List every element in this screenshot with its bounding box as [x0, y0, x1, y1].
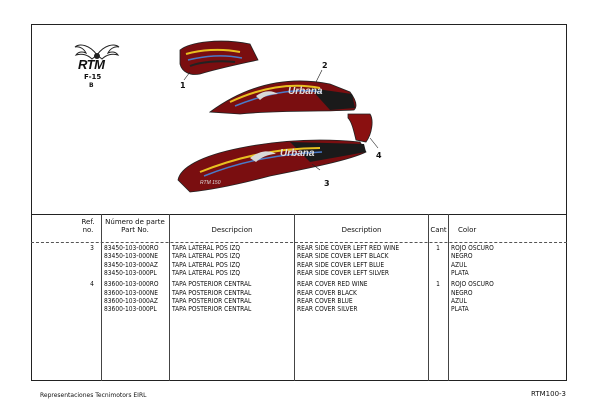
model-code: F-15 — [84, 73, 102, 81]
cell-color: NEGRO — [451, 252, 473, 261]
cell-descripcion: TAPA LATERAL POS IZQ — [172, 252, 241, 261]
leader-line-3 — [311, 163, 321, 171]
eagle-icon — [74, 44, 120, 60]
cell-color: NEGRO — [451, 288, 473, 297]
col-divider — [294, 214, 295, 381]
cell-part: 83600-103-000AZ — [104, 296, 158, 305]
part-3-decal: Urbana — [280, 148, 315, 159]
callout-2: 2 — [322, 61, 328, 70]
cell-part: 83450-103-000NE — [104, 252, 158, 261]
brand-logo: RTM F-15 B — [72, 37, 122, 92]
callout-3: 3 — [324, 179, 330, 188]
table-top-border — [31, 214, 567, 215]
col-divider — [428, 214, 429, 381]
leader-line-1 — [183, 71, 191, 81]
page-code: RTM100-3 — [531, 390, 567, 398]
cell-description: REAR COVER BLACK — [297, 288, 357, 297]
cell-descripcion: TAPA POSTERIOR CENTRAL — [172, 296, 252, 305]
cell-description: REAR COVER RED WINE — [297, 280, 368, 289]
cell-color: AZUL — [451, 260, 467, 269]
cell-part: 83450-103-000RO — [104, 244, 159, 252]
cell-color: PLATA — [451, 305, 469, 314]
cell-color: PLATA — [451, 268, 469, 277]
cell-description: REAR SIDE COVER LEFT BLUE — [297, 260, 385, 269]
cell-descripcion: TAPA LATERAL POS IZQ — [172, 268, 241, 277]
cell-description: REAR SIDE COVER LEFT RED WINE — [297, 244, 400, 252]
cell-ref: 3 — [90, 244, 94, 252]
cell-descripcion: TAPA POSTERIOR CENTRAL — [172, 288, 252, 297]
part-2-cover — [208, 80, 357, 115]
cell-description: REAR SIDE COVER LEFT SILVER — [297, 268, 390, 277]
company-name: Representaciones Tecnimotors EIRL — [40, 392, 147, 399]
header-separator — [31, 242, 567, 243]
part-4-cover — [347, 113, 373, 143]
cell-part: 83600-103-000PL — [104, 305, 157, 314]
cell-description: REAR COVER SILVER — [297, 305, 358, 314]
callout-4: 4 — [376, 151, 382, 160]
cell-descripcion: TAPA LATERAL POS IZQ — [172, 244, 241, 252]
page-frame — [31, 24, 567, 381]
header-color: Color — [458, 226, 477, 234]
cell-part: 83600-103-000RO — [104, 280, 159, 289]
col-divider — [169, 214, 170, 381]
model-variant: B — [89, 82, 94, 89]
header-cant: Cant — [430, 226, 447, 234]
header-description: Description — [341, 226, 382, 234]
cell-descripcion: TAPA LATERAL POS IZQ — [172, 260, 241, 269]
leader-line-2 — [315, 69, 323, 83]
parts-illustration: Urbana Urbana RTM 150 1 2 3 4 — [177, 40, 382, 193]
cell-description: REAR COVER BLUE — [297, 296, 353, 305]
cell-descripcion: TAPA POSTERIOR CENTRAL — [172, 280, 252, 289]
cell-part: 83600-103-000NE — [104, 288, 158, 297]
header-ref: Ref. no. — [81, 218, 95, 234]
part-3-cover — [177, 139, 367, 193]
col-divider — [448, 214, 449, 381]
cell-ref: 4 — [90, 280, 94, 289]
col-divider — [101, 214, 102, 381]
cell-cant: 1 — [436, 244, 440, 252]
header-part-no: Número de parte Part No. — [105, 218, 165, 234]
header-descripcion: Descripcion — [211, 226, 253, 234]
part-1-cover — [179, 40, 259, 75]
cell-part: 83450-103-000AZ — [104, 260, 158, 269]
part-2-decal: Urbana — [288, 86, 323, 97]
cell-color: ROJO OSCURO — [451, 244, 494, 252]
callout-1: 1 — [180, 81, 186, 90]
cell-description: REAR SIDE COVER LEFT BLACK — [297, 252, 389, 261]
cell-color: ROJO OSCURO — [451, 280, 494, 289]
cell-cant: 1 — [436, 280, 440, 289]
leader-line-4 — [369, 137, 379, 149]
cell-descripcion: TAPA POSTERIOR CENTRAL — [172, 305, 252, 314]
cell-color: AZUL — [451, 296, 467, 305]
brand-name: RTM — [78, 57, 105, 72]
cell-part: 83450-103-000PL — [104, 268, 157, 277]
part-3-small-decal: RTM 150 — [200, 180, 221, 186]
